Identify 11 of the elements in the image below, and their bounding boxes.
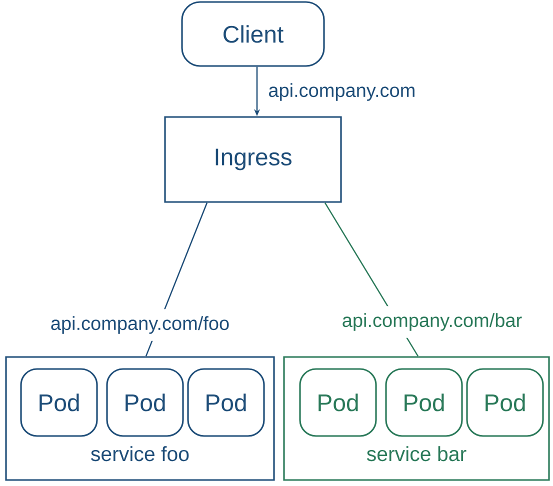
pod-box: Pod [466, 368, 544, 437]
ingress-box: Ingress [164, 116, 342, 203]
pod-box: Pod [299, 368, 377, 437]
edge-label: api.company.com [265, 76, 419, 108]
pod-box: Pod [385, 368, 463, 437]
pod-box: Pod [20, 368, 98, 437]
client-box: Client [181, 1, 325, 67]
pod-box: Pod [106, 368, 184, 437]
edge-label: api.company.com/bar [338, 306, 526, 338]
pod-box: Pod [187, 368, 265, 437]
edge-label: api.company.com/foo [47, 309, 233, 341]
